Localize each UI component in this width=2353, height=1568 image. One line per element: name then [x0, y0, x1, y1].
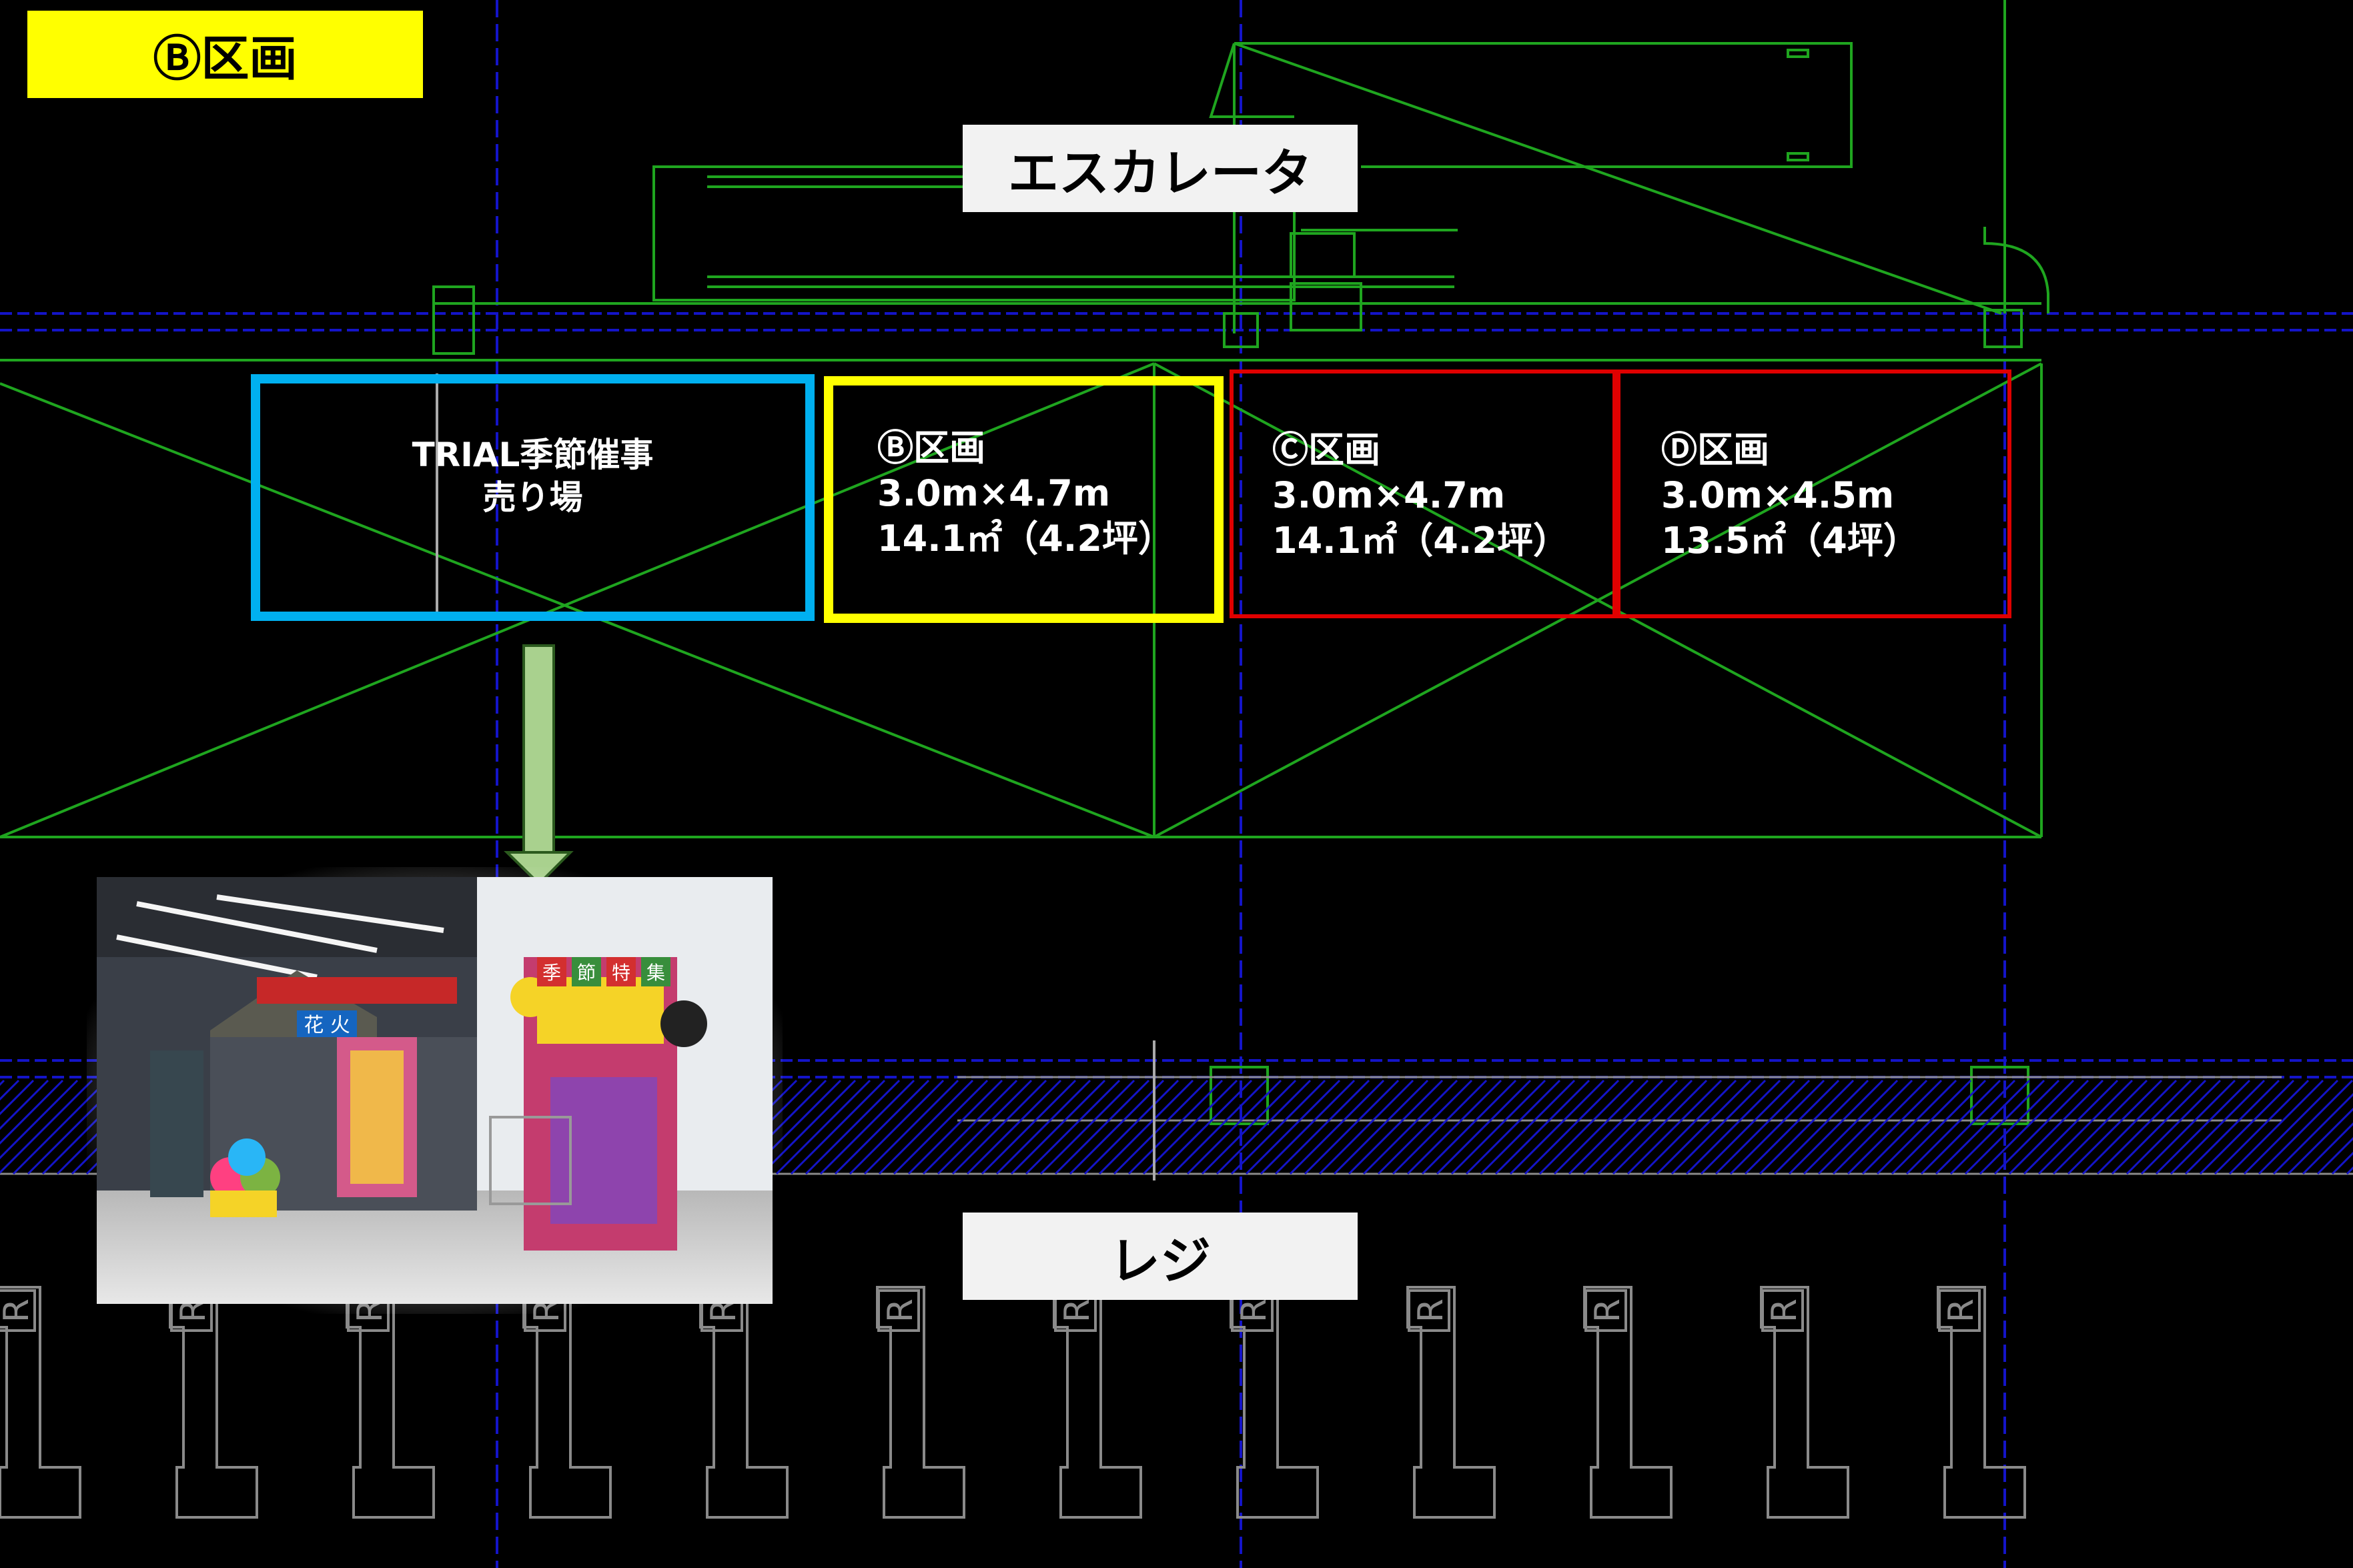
register-counter [699, 1286, 789, 1519]
register-counter [0, 1286, 81, 1519]
register-box [877, 1289, 920, 1332]
register-counter [346, 1286, 435, 1519]
register-mark: R [881, 1299, 921, 1323]
zone-c-label: Ⓒ区画 3.0m×4.7m 14.1㎡（4.2坪） [1272, 429, 1569, 562]
zone-b-label: Ⓑ区画 3.0m×4.7m 14.1㎡（4.2坪） [877, 427, 1174, 560]
register-box [1584, 1289, 1627, 1332]
register-mark: R [1588, 1299, 1628, 1323]
zone-b[interactable] [824, 376, 1224, 623]
register-counter [1230, 1286, 1319, 1519]
register-row: RRRRRRRRRRRR [0, 1286, 2026, 1519]
zone-d[interactable] [1616, 369, 2011, 618]
escalator-label: エスカレータ [963, 125, 1358, 212]
photo-sign-text: 集 [646, 962, 665, 984]
photo-sign-text: 節 [577, 962, 596, 984]
register-mark: R [0, 1299, 37, 1323]
register-counter [1406, 1286, 1496, 1519]
down-arrow-icon [504, 644, 574, 886]
register-box [1761, 1289, 1804, 1332]
register-box [1408, 1289, 1450, 1332]
register-mark: R [1234, 1299, 1274, 1323]
register-counter [169, 1286, 258, 1519]
photo-sign-text: 特 [612, 962, 630, 984]
register-label: レジ [963, 1213, 1358, 1300]
zone-d-label: Ⓓ区画 3.0m×4.5m 13.5㎡（4坪） [1661, 429, 1919, 562]
zone-c[interactable] [1230, 369, 1616, 618]
photo-sign-text: 季 [542, 962, 561, 984]
zone-trial-label: TRIAL季節催事 売り場 [412, 436, 654, 517]
register-counter [1053, 1286, 1142, 1519]
zone-trial[interactable] [251, 374, 815, 621]
register-mark: R [1057, 1299, 1097, 1323]
register-mark: R [1941, 1299, 1981, 1323]
register-counter [1583, 1286, 1673, 1519]
register-box [0, 1289, 36, 1332]
photo-sign-text: 花 火 [304, 1014, 350, 1037]
page-title: Ⓑ区画 [27, 11, 423, 98]
register-counter [1937, 1286, 2026, 1519]
register-mark: R [1765, 1299, 1805, 1323]
register-mark: R [1411, 1299, 1451, 1323]
store-photo: 花 火 季 節 特 集 [97, 877, 773, 1304]
register-counter [522, 1286, 612, 1519]
register-counter [1760, 1286, 1849, 1519]
register-counter [876, 1286, 965, 1519]
register-box [1938, 1289, 1981, 1332]
